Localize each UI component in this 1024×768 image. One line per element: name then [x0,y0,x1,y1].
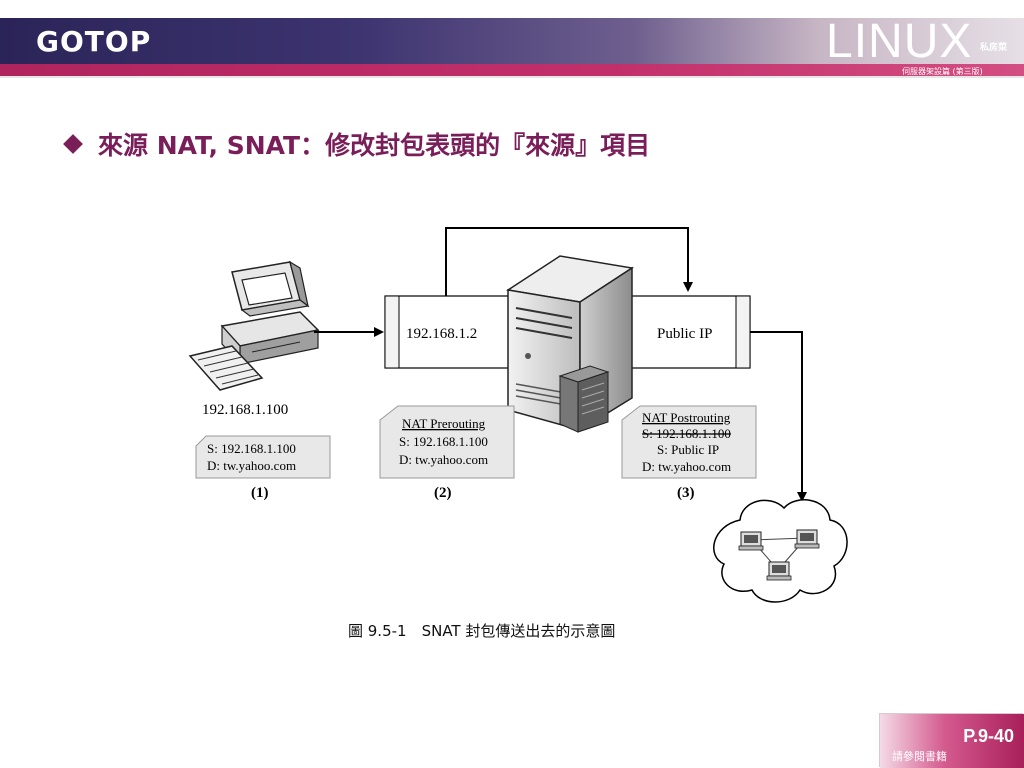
slide-heading-text: 來源 NAT, SNAT：修改封包表頭的『來源』項目 [98,131,651,160]
header-stripe [0,64,1024,76]
packet-3-title: NAT Postrouting [642,410,731,425]
network-node-icon [738,531,764,551]
page-number: P.9-40 [963,726,1014,746]
packet-1-destination: D: tw.yahoo.com [207,458,296,473]
linux-logo: LINUX 私房菜 伺服器架設篇 (第三版) [820,16,1020,78]
packet-3-struck-source: S: 192.168.1.100 [642,426,731,441]
book-reference: 請參閱書籍 [892,750,947,763]
network-node-icon [766,561,792,581]
packet-2-title: NAT Prerouting [402,416,486,431]
router-wan-ip: Public IP [657,326,712,342]
packet-3-source: S: Public IP [657,442,719,457]
header-divider [0,76,1024,78]
slide-heading: 來源 NAT, SNAT：修改封包表頭的『來源』項目 [62,126,650,162]
header-bar: GOTOP LINUX 私房菜 伺服器架設篇 (第三版) [0,0,1024,80]
server-tower-icon [505,255,635,433]
step-label-1: (1) [251,485,269,501]
client-ip-label: 192.168.1.100 [202,402,288,418]
step-label-2: (2) [434,485,452,501]
desktop-computer-icon [188,260,320,391]
gotop-logo: GOTOP [36,25,152,58]
packet-2-destination: D: tw.yahoo.com [399,452,488,467]
arrow-router-to-internet [750,331,807,502]
arrow-routing-loop [445,227,693,296]
header-band [0,18,1024,64]
packet-1-source: S: 192.168.1.100 [207,441,296,456]
linux-logo-word: LINUX [826,15,973,68]
internet-cloud-icon [713,499,848,603]
packet-box-2: NAT Prerouting S: 192.168.1.100 D: tw.ya… [379,405,515,479]
step-label-3: (3) [677,485,695,501]
page-badge: P.9-40 請參閱書籍 [880,714,1024,768]
packet-3-destination: D: tw.yahoo.com [642,459,731,474]
figure-caption: 圖 9.5-1 SNAT 封包傳送出去的示意圖 [348,622,616,640]
router-wan-interface: Public IP [627,295,751,369]
packet-box-3: NAT Postrouting S: 192.168.1.100 S: Publ… [621,405,757,479]
router-lan-ip: 192.168.1.2 [406,326,477,342]
packet-2-source: S: 192.168.1.100 [399,434,488,449]
linux-logo-suffix: 私房菜 [980,43,1008,53]
router-lan-interface: 192.168.1.2 [384,295,514,369]
packet-box-1: S: 192.168.1.100 D: tw.yahoo.com [195,435,331,479]
linux-logo-subtitle: 伺服器架設篇 (第三版) [902,67,983,76]
network-node-icon [794,529,820,549]
